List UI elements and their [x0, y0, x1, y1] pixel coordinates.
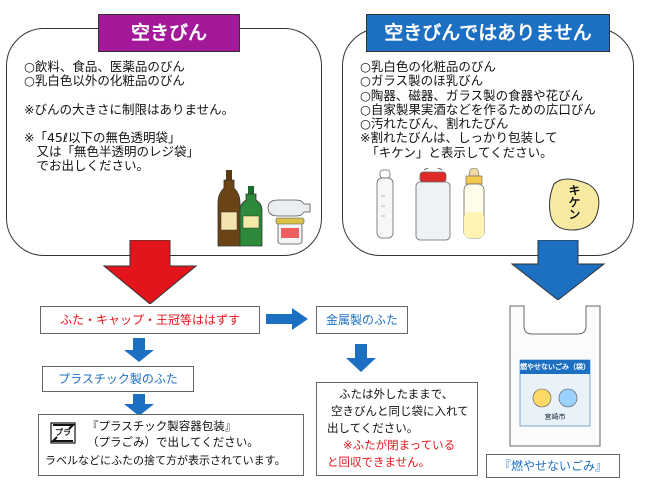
bottle-rule-line: でお出しください。 — [24, 158, 150, 174]
not-bottle-rule-line: ○乳白色の化粧品のびん — [360, 59, 496, 74]
bottle-rule-line — [24, 117, 234, 131]
bag-label: 燃やせないごみ（袋） — [520, 363, 590, 371]
not-bottle-rule-line: ○汚れたびん、割れたびん — [360, 116, 509, 132]
bottle-panel — [6, 28, 322, 256]
kiken-label: キケン — [567, 184, 581, 220]
metal-box-line3: 出してください。 — [327, 421, 419, 435]
not-bottle-rules-list: ○乳白色の化粧品のびん ○ガラス製のほ乳びん ○陶器、磁器、ガラス製の食器や花び… — [360, 59, 596, 160]
bottle-rule-line — [24, 89, 234, 103]
not-bottle-rule-line: ○自家製果実酒などを作るための広口びん — [360, 101, 596, 117]
bottle-rule-line: ○飲料、食品、医薬品のびん — [24, 59, 185, 74]
blue-down-arrow — [510, 240, 606, 300]
small-down-arrow-left-2 — [124, 394, 154, 416]
kiken-package: キケン — [548, 176, 602, 232]
bottle-rule-line: ※「45ℓ以下の無色透明袋」 — [24, 129, 181, 145]
metal-box-line2: 空きびんと同じ袋に入れて — [331, 404, 469, 418]
pla-mark-label: プラ — [55, 428, 71, 437]
bottle-rule-line: ○乳白色以外の化粧品のびん — [24, 73, 185, 89]
bottle-title: 空きびん — [98, 14, 240, 52]
garbage-bag-illustration: 燃やせないごみ（袋） 宮崎市 — [502, 302, 608, 452]
non-bottles-illustration — [372, 168, 512, 242]
bag-caption: 『燃やせないごみ』 — [486, 454, 620, 478]
metal-box-line4: ※ふたが閉まっている — [343, 438, 456, 452]
metal-cap-box: 金属製のふた — [316, 306, 408, 334]
remove-caps-box: ふた・キャップ・王冠等ははずす — [40, 306, 260, 334]
plastic-container-box: プラ 『プラスチック製容器包装』 （プラごみ）で出してください。 ラベルなどにふ… — [38, 414, 304, 476]
not-bottle-rule-line: ○陶器、磁器、ガラス製の食器や花びん — [360, 87, 584, 103]
metal-box-line1: ふたは外したままで、 — [339, 387, 454, 401]
bag-city: 宮崎市 — [544, 413, 566, 421]
bottle-rule-line: 又は「無色半透明のレジ袋」 — [24, 144, 200, 160]
small-down-arrow-left — [124, 338, 154, 362]
bottle-rule-line: ※びんの大きさに制限はありません。 — [24, 101, 235, 117]
plastic-box-line3: ラベルなどにふたの捨て方が表示されています。 — [45, 454, 286, 467]
not-bottle-rule-line: ○ガラス製のほ乳びん — [360, 73, 484, 89]
small-down-arrow-right — [346, 344, 376, 372]
red-down-arrow — [102, 240, 198, 304]
not-bottle-rule-line: 「キケン」と表示してください。 — [360, 144, 553, 160]
bottles-illustration — [214, 168, 314, 248]
not-bottle-rule-line: ※割れたびんは、しっかり包装して — [360, 130, 558, 146]
metal-instructions-box: ふたは外したままで、 空きびんと同じ袋に入れて 出してください。 ※ふたが閉まっ… — [316, 382, 478, 476]
bottle-rules-list: ○飲料、食品、医薬品のびん ○乳白色以外の化粧品のびん ※びんの大きさに制限はあ… — [24, 59, 235, 174]
right-arrow — [266, 308, 308, 330]
plastic-box-line2: （プラごみ）で出してください。 — [87, 435, 259, 449]
pla-mark-icon: プラ — [49, 421, 77, 445]
not-bottle-title: 空きびんではありません — [366, 14, 610, 52]
metal-box-line5: と回収できません。 — [327, 455, 431, 469]
plastic-cap-box: プラスチック製のふた — [42, 366, 194, 392]
plastic-box-line1: 『プラスチック製容器包装』 — [87, 419, 237, 433]
